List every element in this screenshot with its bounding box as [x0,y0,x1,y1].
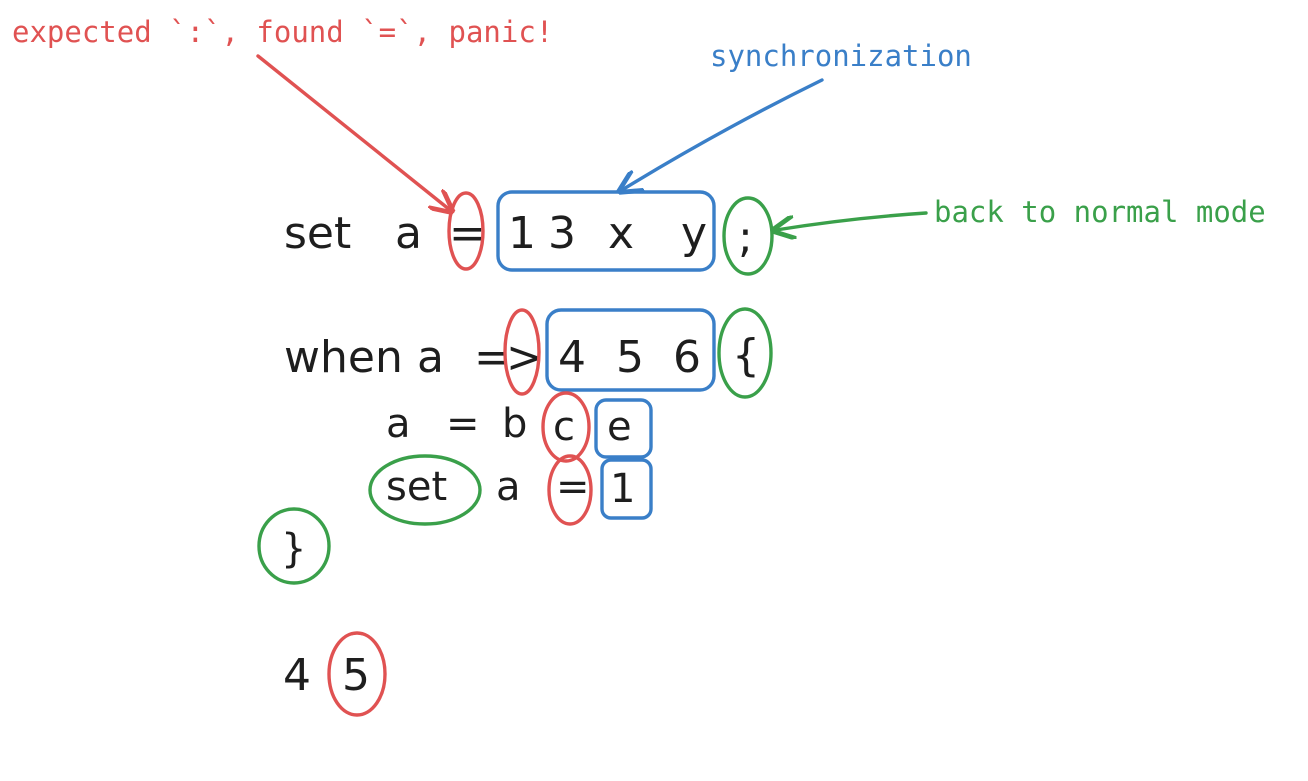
line1-skipped-3: y [681,208,707,259]
line2-skipped-box [545,308,716,392]
line4-skipped-box [600,458,653,520]
line1-skipped-1: 3 [548,208,576,259]
line3-name: a [386,401,411,447]
line4-sync-keyword: set [386,464,447,510]
line2-skipped-1: 5 [616,332,644,383]
line2-sync-token: { [732,330,760,381]
line1-skipped-0: 1 [508,208,536,259]
line5-sync-token: } [281,526,306,572]
line3-eq: = [446,401,480,447]
line1-name: a [395,208,422,259]
line4-bad-token: = [556,464,590,510]
synchronization-arrow [622,78,824,190]
panic-arrow [256,54,450,210]
line3-error-circle [541,391,591,463]
line3-bad-token: c [553,404,575,450]
line2-keyword: when [284,332,403,383]
line3-value: b [502,401,527,447]
line2-skipped-2: 6 [673,332,701,383]
synchronization-annotation: synchronization [710,39,972,73]
line6-bad-token: 5 [342,650,370,701]
line2-name: a [417,332,444,383]
line4-name: a [496,464,521,510]
line2-sync-circle [717,307,773,399]
line4-sync-circle [368,454,482,526]
line1-skipped-box [496,190,716,272]
line4-skipped: 1 [610,466,635,512]
line3-skipped-box [594,398,653,459]
line5-sync-circle [257,507,331,585]
line1-sync-circle [722,196,774,276]
normal-mode-arrow [776,211,928,230]
line1-skipped-2: x [608,208,634,259]
line1-sync-token: ; [738,212,753,263]
line6-error-circle [327,631,387,717]
line2-skipped-0: 4 [558,332,586,383]
line4-error-circle [547,454,593,526]
line1-error-circle [447,191,485,271]
line6-value: 4 [283,650,311,701]
normal-mode-annotation: back to normal mode [934,195,1266,229]
line2-error-circle [503,308,541,396]
panic-annotation: expected `:`, found `=`, panic! [12,15,553,49]
line1-keyword: set [284,208,351,259]
line3-skipped: e [607,404,632,450]
